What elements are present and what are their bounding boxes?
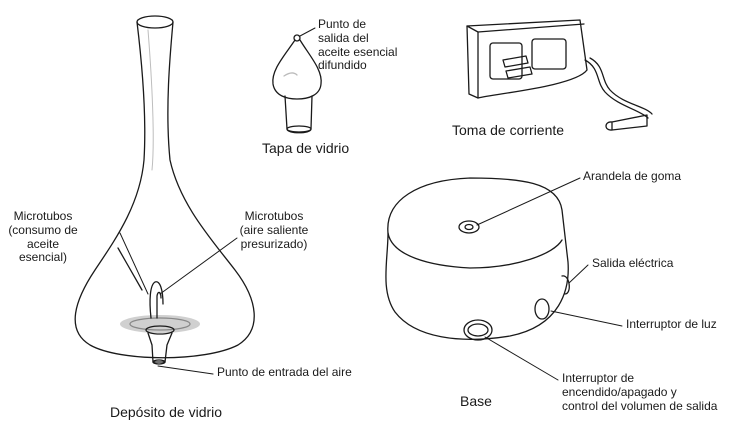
- leader-lines: [119, 27, 623, 381]
- glass-cap-drawing: [272, 34, 322, 134]
- rubber-washer-callout: Arandela de goma: [583, 169, 682, 183]
- glass-cap-caption: Tapa de vidrio: [262, 140, 350, 156]
- power-adapter-drawing: [466, 19, 653, 131]
- base-drawing: [385, 177, 570, 341]
- power-adapter-caption: Toma de corriente: [452, 122, 565, 138]
- glass-reservoir-caption: Depósito de vidrio: [110, 404, 223, 420]
- light-switch-callout: Interruptor de luz: [626, 317, 717, 331]
- microtubes-air-callout: Microtubos (aire saliente presurizado): [239, 209, 309, 251]
- power-outlet-callout: Salida eléctrica: [592, 256, 674, 270]
- air-inlet-callout: Punto de entrada del aire: [217, 365, 352, 379]
- microtubes-oil-callout: Microtubos (consumo de aceite esencial): [8, 209, 78, 265]
- power-switch-callout: Interruptor de encendido/apagado y contr…: [562, 371, 718, 413]
- oil-outlet-callout: Punto de salida del aceite esencial difu…: [318, 17, 398, 73]
- base-caption: Base: [460, 393, 492, 409]
- glass-reservoir-drawing: [74, 15, 255, 365]
